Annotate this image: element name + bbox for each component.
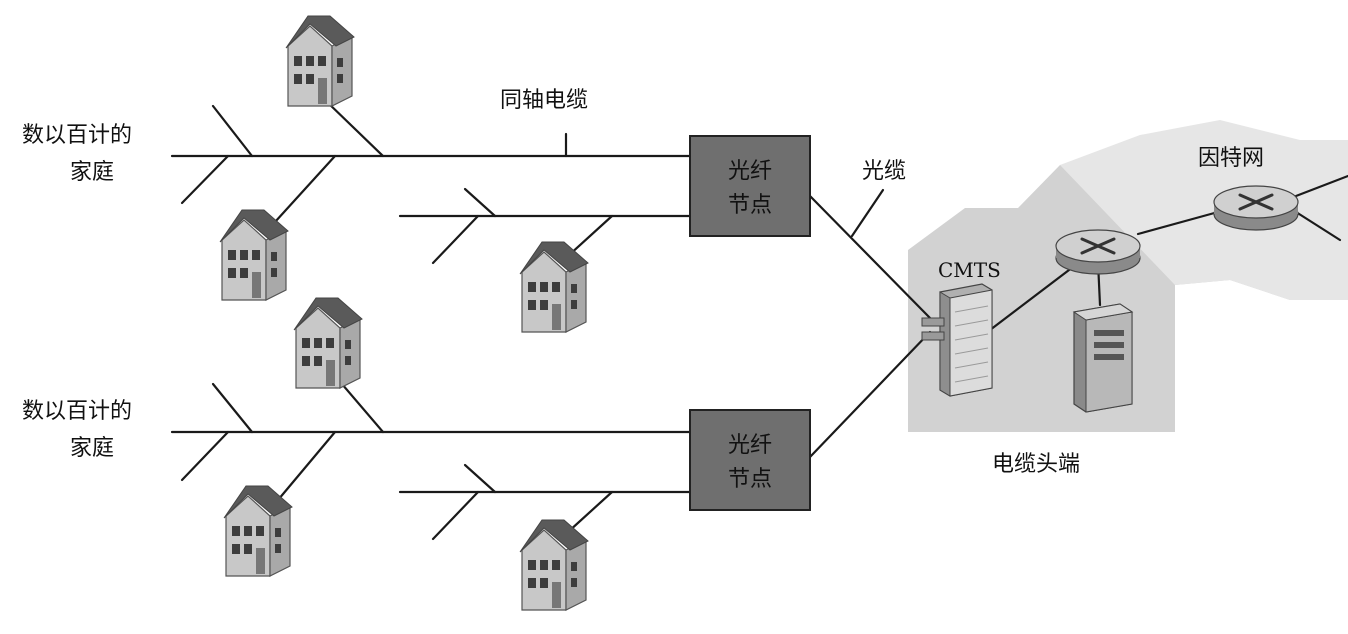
fiber-node-bottom: 光纤 节点 (689, 409, 811, 511)
house-icon (293, 297, 363, 389)
homes-label-bottom-line2: 家庭 (70, 436, 114, 461)
homes-label-top-line2: 家庭 (70, 160, 114, 185)
coax-label: 同轴电缆 (500, 88, 588, 113)
homes-label-top-line1: 数以百计的 (22, 123, 132, 148)
fiber-node-label-1: 光纤 (728, 159, 772, 184)
router-icon (1054, 228, 1142, 276)
cmts-label: CMTS (938, 258, 1001, 282)
headend-label: 电缆头端 (992, 452, 1080, 477)
internet-label: 因特网 (1198, 146, 1264, 171)
homes-label-bottom-line1: 数以百计的 (22, 399, 132, 424)
coax-tree-top (170, 98, 694, 265)
server-icon (1072, 303, 1134, 413)
house-icon (219, 209, 289, 301)
internet-cloud-area (1060, 120, 1348, 300)
house-icon (285, 15, 355, 107)
cmts-rack-icon (921, 283, 993, 397)
house-icon (223, 485, 293, 577)
fiber-label: 光缆 (862, 159, 906, 184)
fiber-node-label-2: 节点 (728, 467, 772, 492)
fiber-node-label-2: 节点 (728, 193, 772, 218)
router-icon (1212, 184, 1300, 232)
fiber-cables (808, 188, 932, 459)
fiber-node-label-1: 光纤 (728, 433, 772, 458)
fiber-node-top: 光纤 节点 (689, 135, 811, 237)
house-icon (519, 519, 589, 611)
coax-tree-bottom (170, 368, 694, 541)
house-icon (519, 241, 589, 333)
